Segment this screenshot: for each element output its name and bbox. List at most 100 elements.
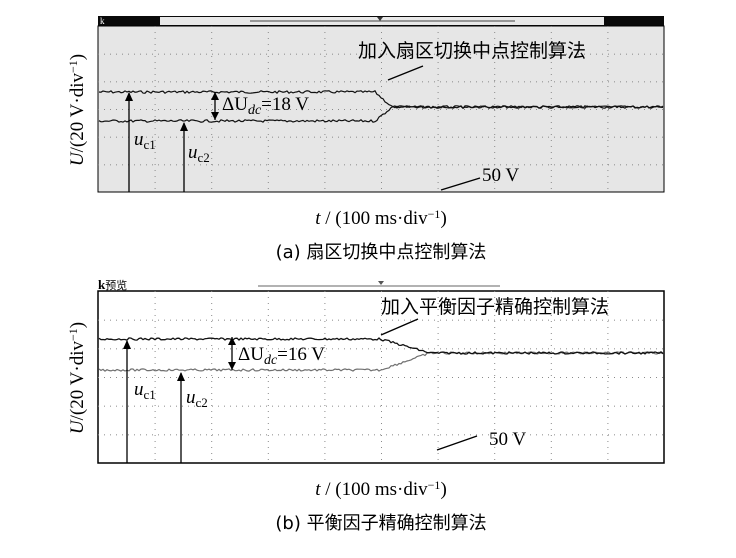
grid-dot	[140, 377, 141, 378]
grid-dot	[326, 164, 327, 166]
grid-dot	[356, 81, 357, 83]
grid-dot	[380, 109, 381, 110]
grid-dot	[607, 297, 609, 298]
grid-dot	[632, 377, 633, 378]
grid-dot	[374, 164, 375, 166]
grid-dot	[512, 405, 513, 407]
grid-dot	[506, 164, 507, 166]
grid-dot	[267, 170, 269, 171]
grid-dot	[332, 348, 333, 350]
grid-dot	[236, 348, 237, 350]
grid-dot	[494, 345, 496, 346]
grid-dot	[188, 434, 189, 436]
grid-dot	[644, 377, 645, 378]
grid-dot	[524, 53, 525, 55]
grid-dot	[267, 423, 269, 424]
grid-dot	[494, 399, 496, 400]
grid-dot	[596, 81, 597, 83]
grid-dot	[164, 109, 165, 110]
grid-dot	[458, 53, 459, 55]
grid-dot	[607, 170, 609, 171]
grid-dot	[494, 309, 496, 310]
grid-dot	[494, 164, 495, 166]
grid-dot	[494, 104, 496, 105]
grid-dot	[437, 327, 439, 328]
grid-dot	[656, 109, 657, 110]
grid-dot	[566, 319, 567, 321]
grid-dot	[482, 377, 483, 378]
grid-dot	[437, 339, 439, 340]
grid-dot	[404, 377, 405, 378]
grid-dot	[267, 411, 269, 412]
grid-dot	[398, 53, 399, 55]
grid-dot	[550, 32, 552, 33]
grid-dot	[368, 377, 369, 378]
grid-dot	[194, 81, 195, 83]
grid-dot	[607, 128, 609, 129]
grid-dot	[437, 345, 439, 346]
grid-dot	[644, 434, 645, 436]
grid-dot	[550, 399, 552, 400]
grid-dot	[188, 348, 189, 350]
grid-dot	[656, 348, 657, 350]
grid-dot	[211, 56, 213, 57]
grid-dot	[164, 81, 165, 83]
grid-dot	[128, 434, 129, 436]
grid-dot	[536, 348, 537, 350]
grid-dot	[464, 164, 465, 166]
grid-dot	[146, 53, 147, 55]
grid-dot	[381, 345, 382, 346]
grid-dot	[211, 80, 213, 81]
grid-dot	[482, 164, 483, 166]
grid-dot	[416, 405, 417, 407]
grid-dot	[550, 375, 552, 376]
grid-dot	[488, 319, 489, 321]
grid-dot	[332, 377, 333, 378]
grid-dot	[550, 345, 552, 346]
grid-dot	[338, 434, 339, 436]
grid-dot	[548, 377, 549, 378]
grid-dot	[154, 32, 156, 33]
grid-dot	[494, 44, 496, 45]
grid-dot	[332, 405, 333, 407]
grid-dot	[437, 351, 439, 352]
grid-dot	[236, 405, 237, 407]
grid-dot	[158, 434, 159, 436]
grid-dot	[428, 348, 429, 350]
grid-dot	[550, 188, 552, 189]
grid-dot	[211, 146, 213, 147]
grid-dot	[550, 321, 552, 322]
grid-dot	[278, 434, 279, 436]
grid-dot	[267, 459, 269, 460]
grid-dot	[380, 136, 381, 138]
grid-dot	[554, 348, 555, 350]
grid-dot	[386, 136, 387, 138]
grid-dot	[434, 53, 435, 55]
grid-dot	[128, 81, 129, 83]
grid-dot	[548, 405, 549, 407]
grid-dot	[584, 81, 585, 83]
grid-dot	[308, 53, 309, 55]
grid-dot	[452, 53, 453, 55]
grid-dot	[176, 109, 177, 110]
grid-dot	[211, 182, 213, 183]
grid-dot	[374, 434, 375, 436]
grid-dot	[380, 348, 381, 350]
grid-dot	[182, 405, 183, 407]
grid-dot	[542, 81, 543, 83]
grid-dot	[550, 309, 552, 310]
grid-dot	[656, 164, 657, 166]
grid-dot	[620, 348, 621, 350]
grid-dot	[494, 92, 496, 93]
grid-dot	[267, 38, 269, 39]
grid-dot	[584, 109, 585, 110]
grid-dot	[242, 109, 243, 110]
grid-dot	[267, 122, 269, 123]
grid-dot	[607, 429, 609, 430]
grid-dot	[104, 377, 105, 378]
grid-dot	[380, 81, 381, 83]
grid-dot	[267, 357, 269, 358]
grid-dot	[494, 62, 496, 63]
grid-dot	[278, 81, 279, 83]
grid-dot	[482, 109, 483, 110]
